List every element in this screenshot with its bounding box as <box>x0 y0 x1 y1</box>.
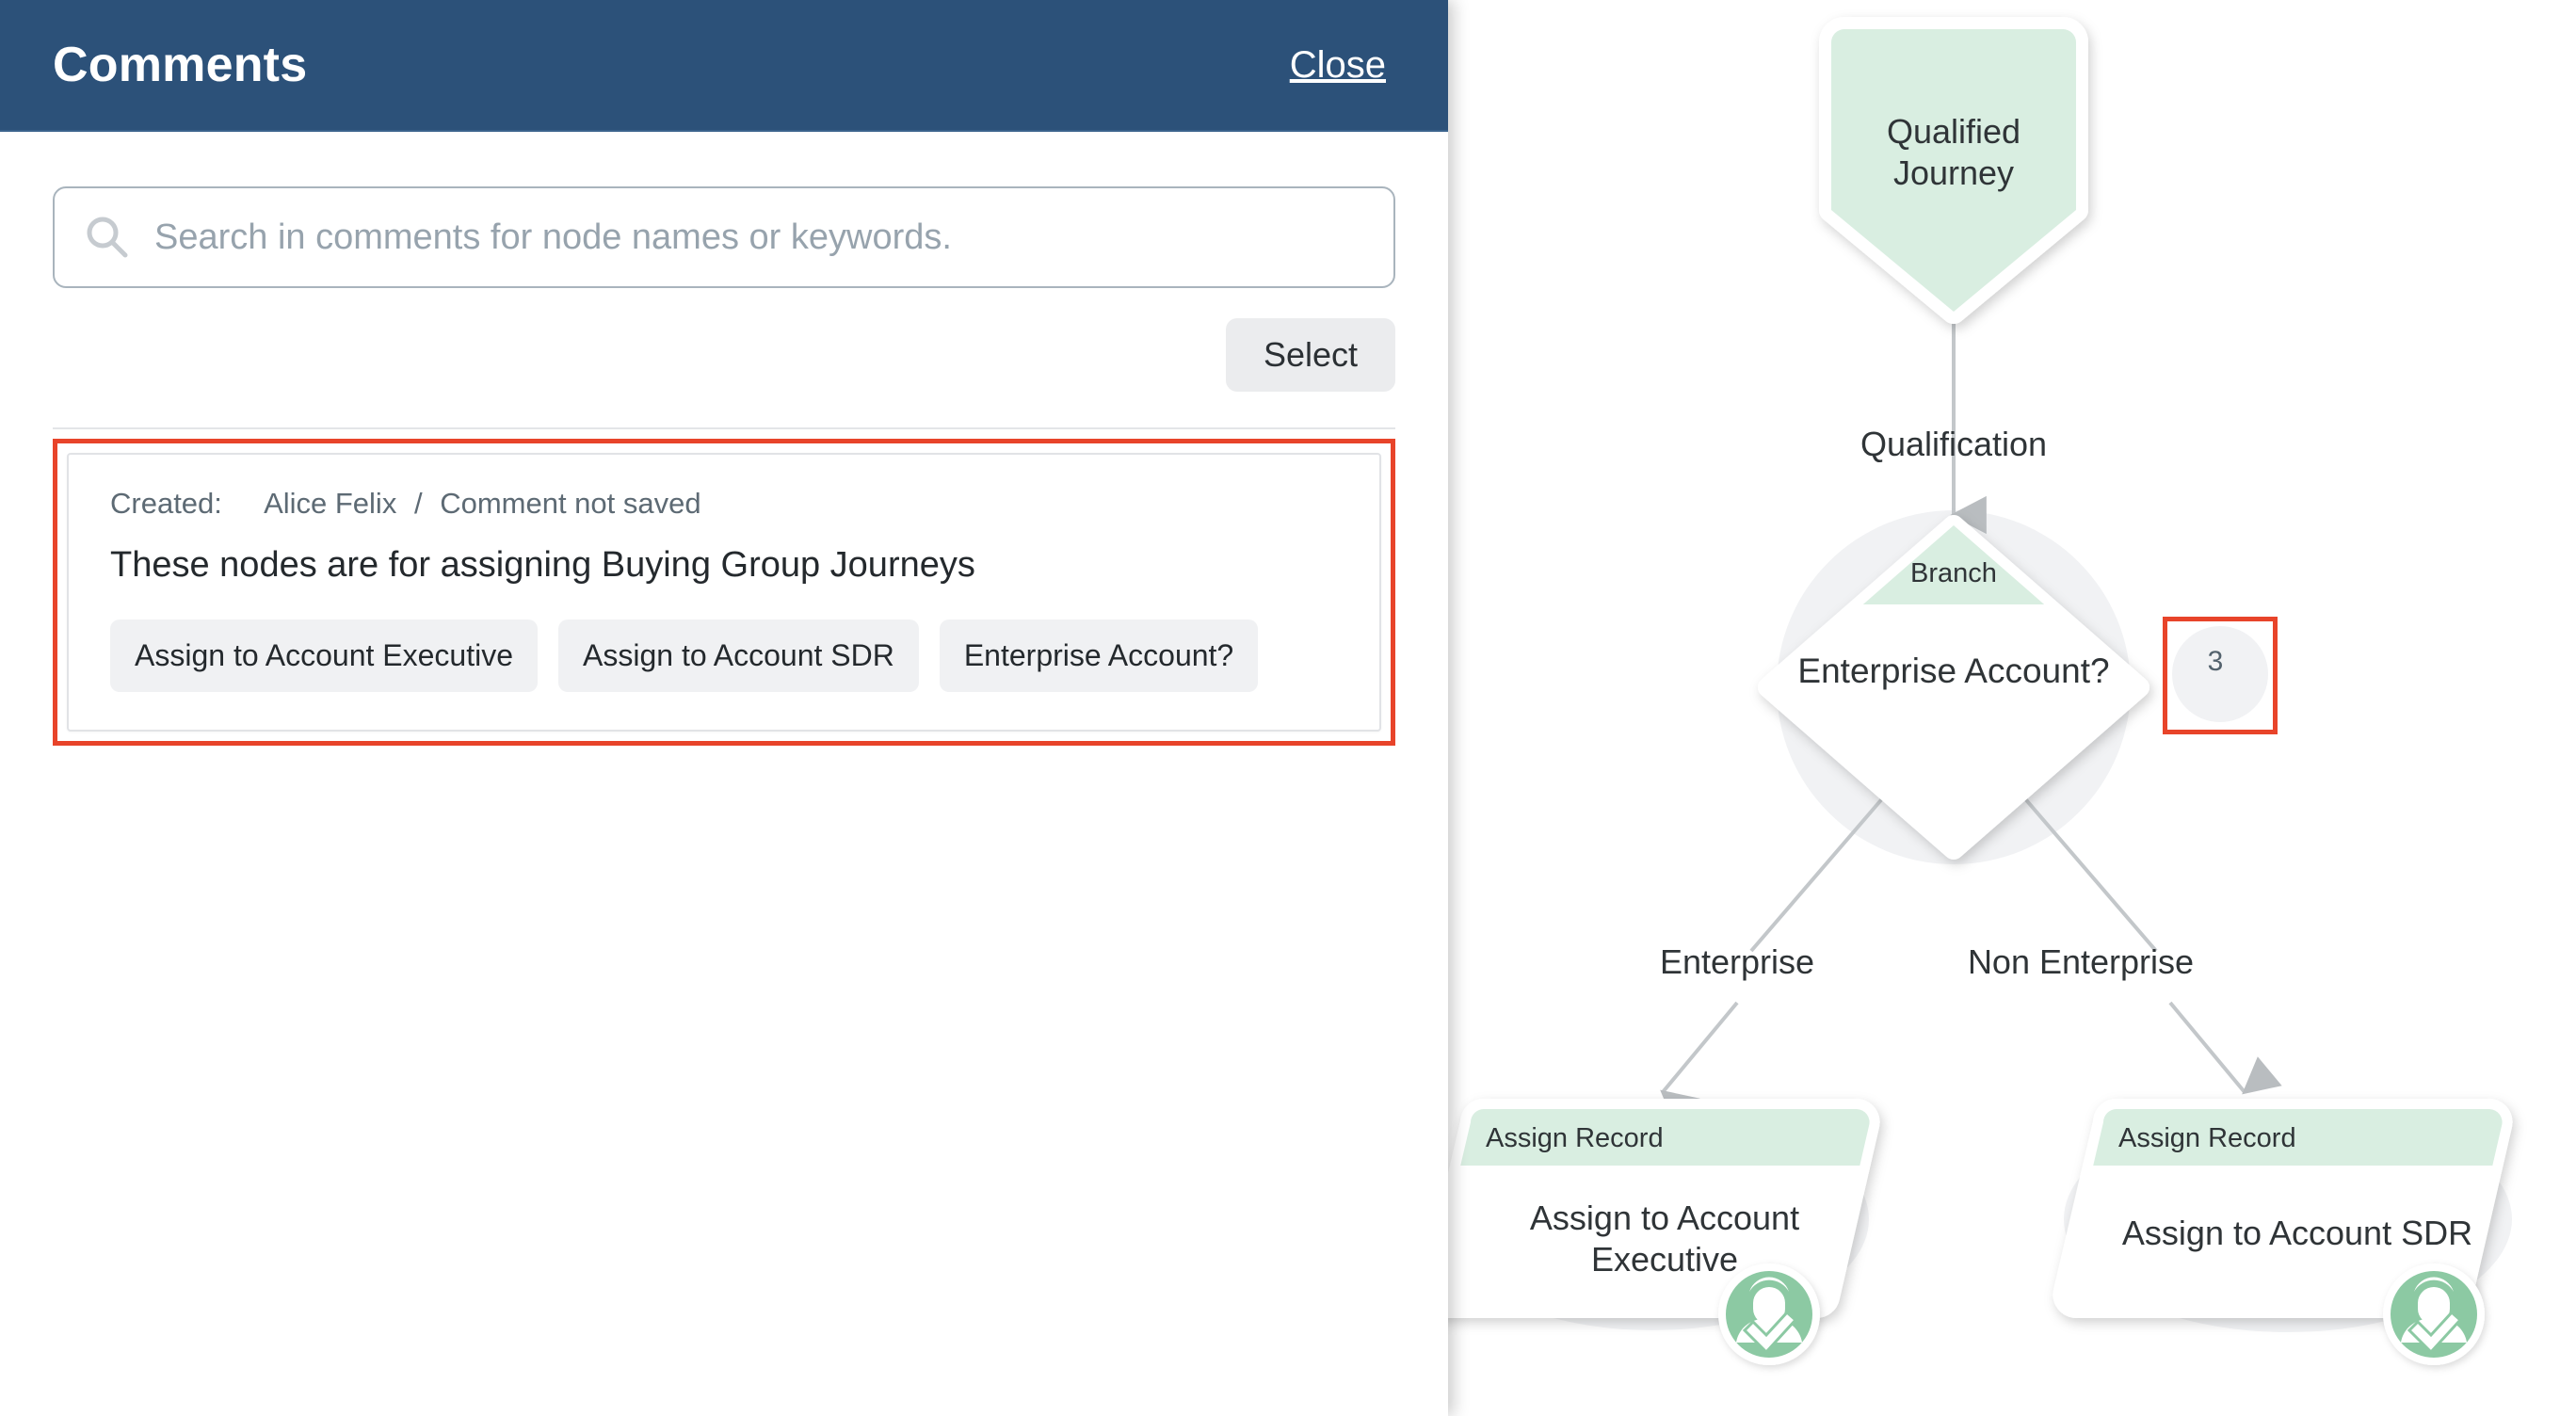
search-field[interactable] <box>53 186 1395 288</box>
node-chip-assign-account-sdr[interactable]: Assign to Account SDR <box>558 620 919 692</box>
assign-person-check-icon-sdr <box>2383 1263 2485 1365</box>
edge-branch-to-ae <box>1749 794 1887 953</box>
comment-node-chips: Assign to Account Executive Assign to Ac… <box>110 620 1338 692</box>
comment-status: Comment not saved <box>440 487 701 520</box>
panel-divider <box>53 427 1395 429</box>
node-chip-enterprise-account[interactable]: Enterprise Account? <box>939 620 1259 692</box>
page-title: Comments <box>53 38 308 92</box>
edge-nonenterprise-to-sdr <box>2168 1001 2282 1095</box>
comment-created-label: Created: <box>110 487 222 520</box>
comment-badge-disc <box>2172 626 2268 722</box>
edge-branch-to-sdr <box>2021 794 2158 953</box>
comment-body-text: These nodes are for assigning Buying Gro… <box>110 545 975 585</box>
search-input[interactable] <box>153 216 1365 259</box>
comments-panel: Comments Close Select Created: Alice Fel… <box>0 0 1448 746</box>
comments-panel-header: Comments Close <box>0 0 1448 132</box>
comments-panel-body: Select Created: Alice Felix / Comment no… <box>0 186 1448 746</box>
edge-enterprise-to-ae <box>1660 1001 1739 1128</box>
comment-author: Alice Felix <box>264 487 397 520</box>
search-icon <box>87 217 128 258</box>
select-button[interactable]: Select <box>1225 318 1395 392</box>
node-chip-assign-account-executive[interactable]: Assign to Account Executive <box>110 620 538 692</box>
node-qualified-journey <box>1819 17 2088 324</box>
node-assign-account-sdr <box>2053 1099 2513 1318</box>
select-row: Select <box>53 318 1395 392</box>
comment-meta: Created: Alice Felix / Comment not saved <box>110 487 1338 521</box>
comment-meta-separator: / <box>413 487 423 520</box>
comment-card[interactable]: Created: Alice Felix / Comment not saved… <box>67 453 1381 732</box>
node-assign-account-executive <box>1420 1099 1880 1318</box>
comment-selection-highlight: Created: Alice Felix / Comment not saved… <box>53 439 1395 746</box>
close-button[interactable]: Close <box>1289 43 1386 86</box>
assign-person-check-icon-ae <box>1718 1263 1820 1365</box>
